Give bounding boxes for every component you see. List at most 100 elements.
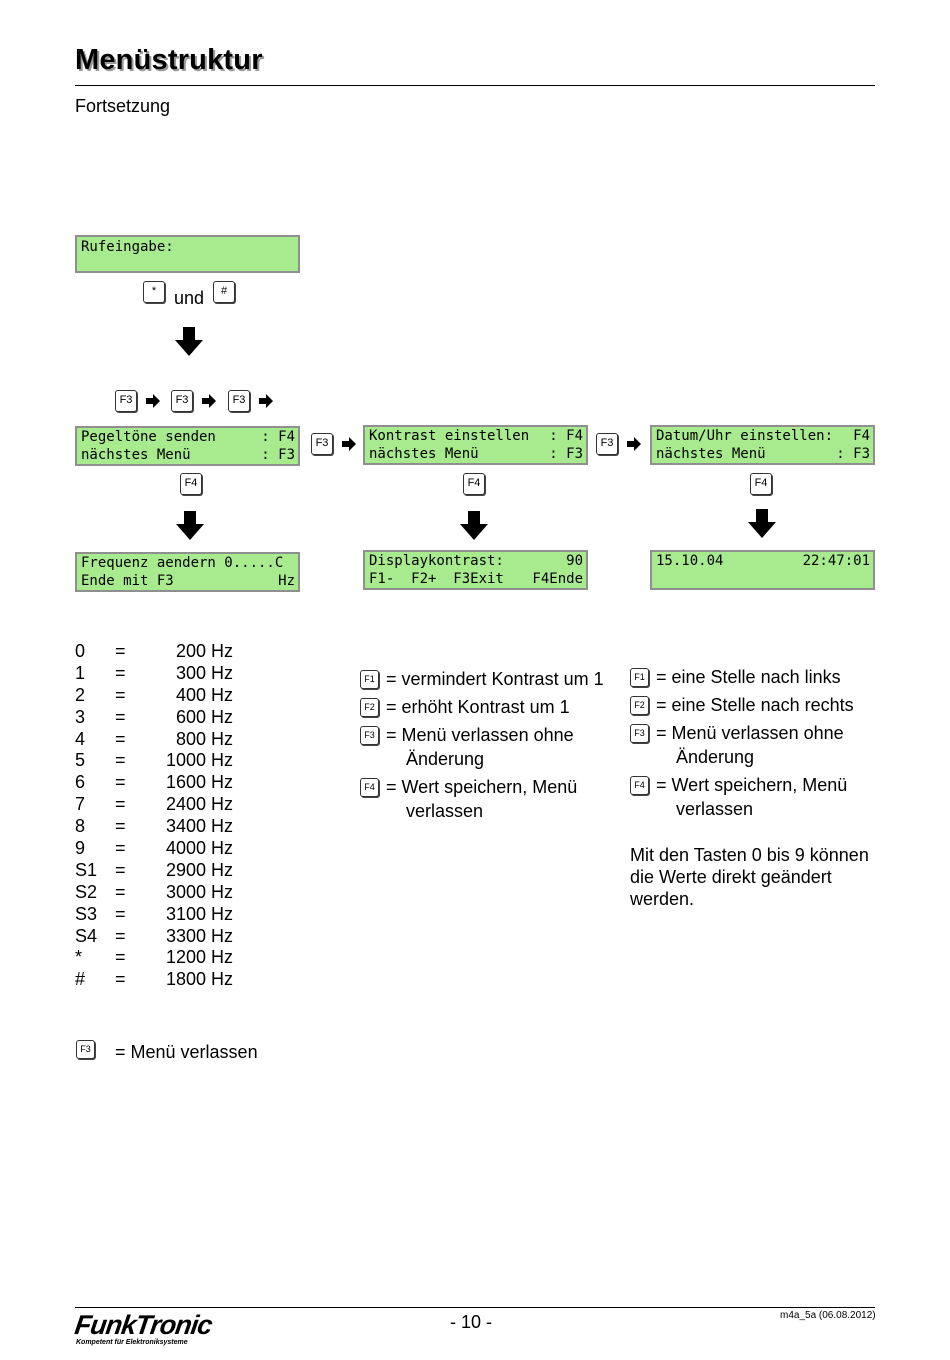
freq-key: 4	[75, 728, 86, 749]
lcd-text: F4Ende	[532, 571, 583, 587]
freq-key: S3	[75, 903, 98, 924]
sequence-key-f3: F3	[228, 390, 250, 412]
table-row: 6 = 1600 Hz	[75, 772, 233, 794]
brand-logo: FunkTronic	[72, 1310, 214, 1340]
document-reference: m4a_5a (06.08.2012)	[780, 1310, 876, 1321]
legend-text: = Menü verlassen ohne	[656, 723, 844, 743]
legend-key: F3	[360, 726, 379, 745]
freq-value: 200 Hz	[175, 641, 233, 661]
right-arrow-icon	[627, 437, 641, 451]
freq-key: 0	[75, 641, 86, 661]
freq-key: S1	[75, 859, 98, 880]
lcd-text: Hz	[278, 573, 295, 589]
freq-value: 800 Hz	[175, 728, 233, 749]
lcd-text: F1- F2+ F3Exit	[369, 571, 504, 587]
freq-key: 3	[75, 706, 86, 727]
lcd-rufeingabe: Rufeingabe:	[75, 235, 300, 273]
legend-text: = eine Stelle nach rechts	[656, 695, 854, 715]
freq-eq: =	[115, 881, 126, 902]
table-row: 9=4000 Hz	[75, 838, 233, 860]
lcd-text: Datum/Uhr einstellen:	[656, 428, 834, 444]
freq-eq: =	[115, 684, 126, 705]
lcd-text: Frequenz aendern 0.....C	[81, 555, 284, 571]
freq-key: 8	[75, 816, 86, 837]
lcd-text: Ende mit F3	[81, 573, 174, 589]
freq-key: 9	[75, 838, 86, 859]
freq-value: 3100 Hz	[165, 903, 233, 924]
footer-rule	[75, 1307, 875, 1308]
table-row: 2=400 Hz	[75, 685, 233, 707]
freq-value: 1200 Hz	[165, 947, 233, 968]
table-row: 0 = 200 Hz	[75, 641, 233, 663]
brand-tagline: Kompetent für Elektroniksysteme	[76, 1339, 188, 1346]
freq-eq: =	[115, 903, 126, 924]
lcd-frequenz: Frequenz aendern 0.....C Ende mit F3 Hz	[75, 552, 300, 592]
lcd-line: Rufeingabe:	[81, 239, 174, 255]
lcd-text: 22:47:01	[802, 553, 870, 569]
lcd-text: Kontrast einstellen	[369, 428, 530, 444]
legend-item: F1 = vermindert Kontrast um 1	[360, 667, 604, 695]
right-arrow-icon	[146, 394, 160, 408]
lcd-text: : F4	[261, 429, 295, 445]
freq-value: 1800 Hz	[165, 969, 233, 990]
freq-key: 6	[75, 772, 86, 793]
legend-text: = erhöht Kontrast um 1	[386, 697, 570, 717]
freq-eq: =	[115, 794, 126, 815]
hash-key: #	[213, 281, 235, 303]
legend-text: = Wert speichern, Menü	[386, 777, 578, 797]
freq-value: 400 Hz	[175, 684, 233, 705]
down-arrow-icon	[748, 509, 776, 538]
freq-value: 1600 Hz	[165, 772, 233, 793]
legend-text: = Wert speichern, Menü	[656, 775, 848, 795]
freq-eq: =	[115, 772, 126, 793]
freq-eq: =	[115, 728, 126, 749]
legend-continuation: Änderung	[406, 749, 485, 769]
und-label: und	[174, 288, 205, 308]
sequence-key-f3: F3	[171, 390, 193, 412]
down-arrow-icon	[176, 511, 204, 540]
down-key-f4: F4	[750, 473, 772, 495]
frequency-table: 0=200 Hz 1=300 Hz 2=400 Hz 3=600 Hz 4=80…	[75, 641, 233, 991]
freq-value: 300 Hz	[175, 662, 233, 683]
table-row: S1=2900 Hz	[75, 860, 233, 882]
freq-eq: =	[115, 816, 126, 837]
legend-key: F2	[360, 698, 379, 717]
right-arrow-icon	[259, 394, 273, 408]
table-row: 7 = 2400 Hz	[75, 794, 233, 816]
exit-note-text: = Menü verlassen	[115, 1042, 258, 1062]
freq-eq: =	[115, 641, 126, 661]
legend-item: F2 = eine Stelle nach rechts	[630, 693, 854, 721]
freq-value: 3300 Hz	[165, 925, 233, 946]
lcd-text: F4	[853, 428, 870, 444]
datetime-note-line: Mit den Tasten 0 bis 9 können	[630, 845, 869, 865]
freq-eq: =	[115, 969, 126, 990]
legend-text: = Menü verlassen ohne	[386, 725, 574, 745]
datetime-note-line: werden.	[630, 889, 695, 909]
legend-text: = vermindert Kontrast um 1	[386, 669, 604, 689]
freq-key: *	[75, 947, 83, 968]
legend-key: F4	[360, 778, 379, 797]
datetime-note-line: die Werte direkt geändert	[630, 867, 832, 887]
legend-item: F3 = Menü verlassen ohne	[360, 723, 604, 747]
legend-continuation: verlassen	[406, 801, 484, 821]
freq-value: 2900 Hz	[165, 859, 233, 880]
freq-key: 7	[75, 794, 86, 815]
down-key-f4: F4	[463, 473, 485, 495]
page-title: Menüstruktur	[75, 44, 263, 76]
legend-key: F2	[630, 696, 649, 715]
table-row: 1=300 Hz	[75, 663, 233, 685]
legend-item: F2 = erhöht Kontrast um 1	[360, 695, 604, 723]
freq-eq: =	[115, 662, 126, 683]
right-arrow-icon	[202, 394, 216, 408]
freq-value: 3000 Hz	[165, 881, 233, 902]
freq-value: 2400 Hz	[165, 794, 233, 815]
down-arrow-icon	[460, 511, 488, 540]
lcd-text: nächstes Menü	[369, 446, 479, 462]
freq-key: #	[75, 969, 86, 990]
table-row: # = 1800 Hz	[75, 969, 233, 991]
between-key-f3: F3	[311, 433, 333, 455]
table-row: 8=3400 Hz	[75, 816, 233, 838]
right-arrow-icon	[342, 437, 356, 451]
freq-key: S4	[75, 925, 98, 946]
